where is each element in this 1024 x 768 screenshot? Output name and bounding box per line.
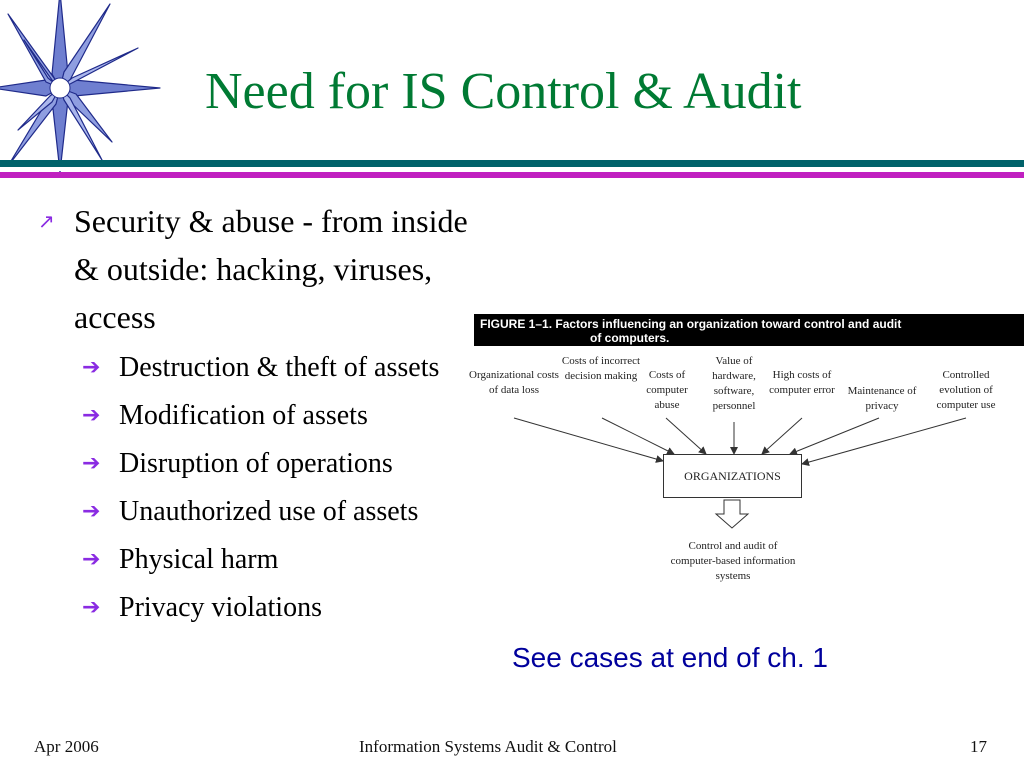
sub-bullet-item: ➔ Destruction & theft of assets: [82, 347, 478, 389]
factors-figure: FIGURE 1–1. Factors influencing an organ…: [469, 314, 1024, 604]
sub-bullet-text: Physical harm: [119, 544, 279, 575]
factor-arrow: [601, 417, 675, 455]
cases-note: See cases at end of ch. 1: [512, 642, 828, 673]
factor-arrow: [801, 417, 967, 466]
title-divider-magenta: [0, 172, 1024, 178]
slide-title: Need for IS Control & Audit: [205, 63, 802, 120]
bullet-text: Security & abuse - from inside & outside…: [74, 203, 468, 335]
arrow-right-icon: ➔: [82, 355, 101, 380]
organizations-box: ORGANIZATIONS: [663, 454, 802, 498]
figure-factor-label: Value of hardware, software, personnel: [712, 355, 756, 412]
sub-bullet-text: Privacy violations: [119, 592, 322, 623]
slide-number: 17: [970, 737, 987, 756]
figure-caption-line1: FIGURE 1–1. Factors influencing an organ…: [480, 317, 902, 331]
sub-bullet-text: Destruction & theft of assets: [119, 352, 440, 383]
arrow-right-icon: ➔: [82, 595, 101, 620]
arrow-right-icon: ➔: [82, 403, 101, 428]
bullet-list: ↗ Security & abuse - from inside & outsi…: [38, 197, 478, 629]
figure-factor-label: Maintenance of privacy: [847, 385, 917, 412]
arrow-right-icon: ➔: [82, 451, 101, 476]
figure-factor-label: Controlled evolution of computer use: [936, 369, 996, 411]
sub-bullet-item: ➔ Modification of assets: [82, 395, 478, 437]
sub-bullet-item: ➔ Physical harm: [82, 539, 478, 581]
factor-arrow: [789, 417, 880, 456]
factor-arrow: [513, 417, 664, 463]
bullet-item: ↗ Security & abuse - from inside & outsi…: [38, 197, 478, 341]
factor-arrow: [665, 417, 707, 455]
figure-caption-bar: FIGURE 1–1. Factors influencing an organ…: [474, 314, 1024, 346]
figure-factor-label: Organizational costs of data loss: [469, 369, 559, 396]
sub-bullet-text: Unauthorized use of assets: [119, 496, 419, 527]
figure-outcome-label: Control and audit of computer-based info…: [670, 540, 796, 582]
figure-factor-label: Costs of computer abuse: [646, 369, 688, 411]
title-divider-gap: [0, 167, 1024, 171]
sub-bullet-item: ➔ Privacy violations: [82, 587, 478, 629]
star-icon: [0, 0, 161, 173]
arrow-right-icon: ➔: [82, 547, 101, 572]
factor-arrow: [761, 417, 803, 455]
figure-factor-label: Costs of incorrect decision making: [561, 355, 641, 382]
sub-bullet-text: Modification of assets: [119, 400, 368, 431]
title-divider-teal: [0, 160, 1024, 167]
footer-date: Apr 2006: [34, 737, 99, 756]
arrow-up-right-icon: ↗: [38, 209, 55, 233]
figure-factor-label: High costs of computer error: [769, 369, 835, 396]
sub-bullet-item: ➔ Unauthorized use of assets: [82, 491, 478, 533]
sub-bullet-item: ➔ Disruption of operations: [82, 443, 478, 485]
arrow-right-icon: ➔: [82, 499, 101, 524]
footer-title: Information Systems Audit & Control: [359, 737, 617, 756]
outcome-arrow: [714, 499, 750, 529]
figure-arrows: [513, 417, 967, 529]
sub-bullet-text: Disruption of operations: [119, 448, 393, 479]
figure-caption-line2: of computers.: [590, 331, 670, 345]
